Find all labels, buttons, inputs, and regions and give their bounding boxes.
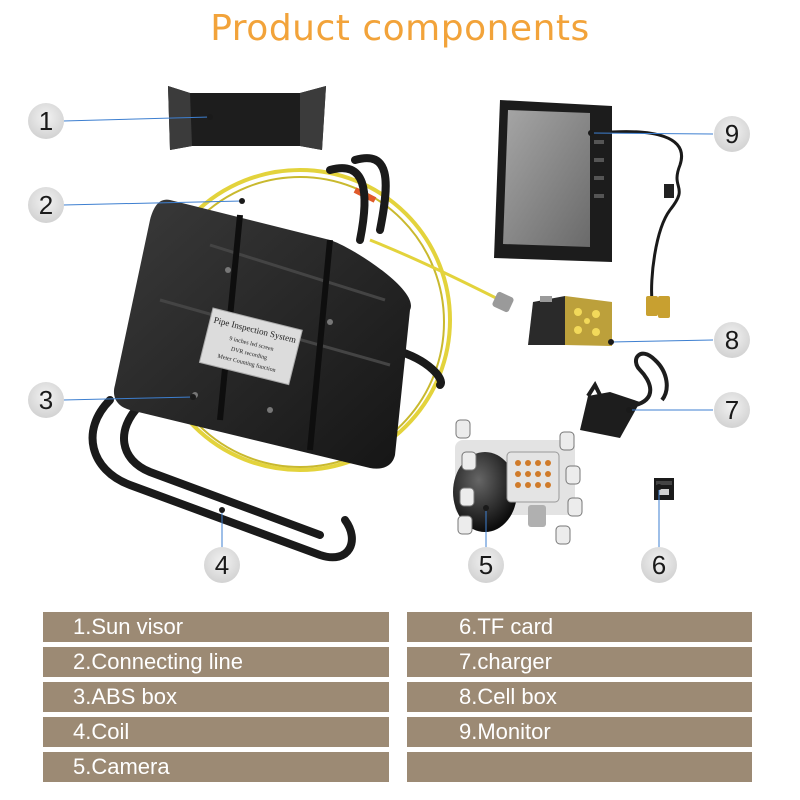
svg-text:7: 7 [725, 395, 739, 425]
svg-text:4: 4 [215, 550, 229, 580]
component-sun-visor: 1.Sun visor [43, 612, 389, 642]
callout-badge-3: 3 [28, 382, 64, 418]
component-abs-box: 3.ABS box [43, 682, 389, 712]
component-coil: 4.Coil [43, 717, 389, 747]
svg-text:3: 3 [39, 385, 53, 415]
component-camera: 5.Camera [43, 752, 389, 782]
component-empty-cell [407, 752, 752, 782]
callout-badge-5: 5 [468, 547, 504, 583]
page-title: Product components [210, 8, 590, 49]
callout-badge-8: 8 [714, 322, 750, 358]
svg-text:1: 1 [39, 106, 53, 136]
leader-endpoints [190, 114, 662, 513]
component-charger: 7.charger [407, 647, 752, 677]
callout-badge-4: 4 [204, 547, 240, 583]
callout-badge-6: 6 [641, 547, 677, 583]
component-monitor: 9.Monitor [407, 717, 752, 747]
callout-badge-1: 1 [28, 103, 64, 139]
charger-image [580, 351, 669, 438]
svg-text:5: 5 [479, 550, 493, 580]
camera-crawler-image [453, 419, 583, 545]
callout-badge-7: 7 [714, 392, 750, 428]
abs-box-image: Pipe Inspection System 9 inches led scre… [113, 199, 411, 469]
monitor-image [494, 100, 684, 318]
component-cell-box: 8.Cell box [407, 682, 752, 712]
component-connecting-line: 2.Connecting line [43, 647, 389, 677]
callout-badge-2: 2 [28, 187, 64, 223]
svg-text:9: 9 [725, 119, 739, 149]
callout-badge-9: 9 [714, 116, 750, 152]
component-tf-card: 6.TF card [407, 612, 752, 642]
leader-lines [62, 116, 714, 548]
cell-box-image [528, 296, 612, 346]
product-illustration: Pipe Inspection System 9 inches led scre… [28, 86, 750, 583]
svg-text:6: 6 [652, 550, 666, 580]
sun-visor-image [168, 86, 326, 150]
svg-text:8: 8 [725, 325, 739, 355]
svg-text:2: 2 [39, 190, 53, 220]
